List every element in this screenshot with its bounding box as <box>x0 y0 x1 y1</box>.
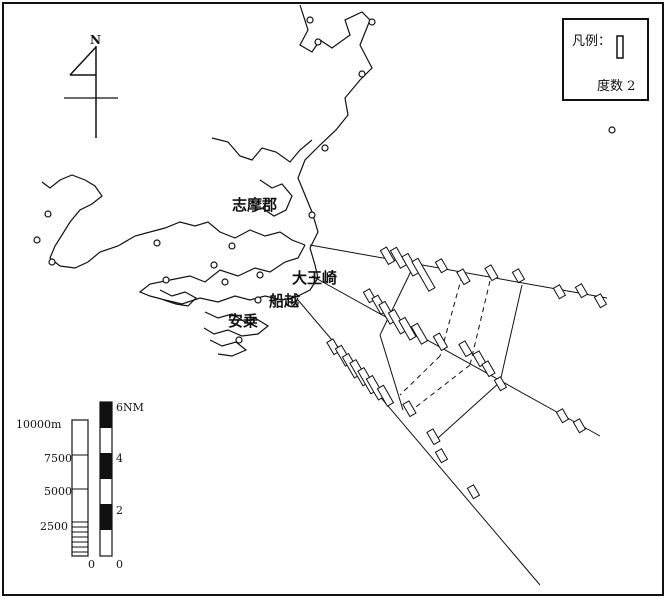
nm-scale-label-0: 0 <box>116 558 123 571</box>
legend-sample-bar <box>616 35 624 59</box>
meter-scale-label-2500: 2500 <box>40 520 68 533</box>
frequency-bars <box>326 246 608 500</box>
transect-dashed-connectors <box>399 275 491 411</box>
nm-scale-bar: 6NM 4 2 0 <box>99 401 144 571</box>
legend-box: 凡例： 度数 2 <box>562 18 649 101</box>
transect-connectors <box>379 264 523 439</box>
meter-scale-bar: 10000m 7500 5000 2500 0 <box>16 418 95 571</box>
place-label-ago: 安乗 <box>228 312 258 330</box>
place-label-daiozaki: 大王崎 <box>292 269 337 287</box>
meter-scale-label-10000: 10000m <box>16 418 62 431</box>
place-label-shima-district: 志摩郡 <box>232 196 277 214</box>
nm-scale-label-2: 2 <box>116 504 123 517</box>
nm-scale-label-6: 6NM <box>116 401 144 414</box>
meter-scale-label-7500: 7500 <box>44 452 72 465</box>
meter-scale-label-0: 0 <box>88 558 95 571</box>
north-label: N <box>90 33 101 47</box>
legend-title: 凡例： <box>572 34 611 49</box>
transect-line-2 <box>311 275 601 437</box>
meter-scale-label-5000: 5000 <box>44 485 72 498</box>
legend-unit-label: 度数 2 <box>597 78 635 94</box>
north-arrow: N <box>64 33 118 138</box>
coastline <box>41 4 373 357</box>
survey-points <box>33 16 616 344</box>
nm-scale-label-4: 4 <box>116 452 123 465</box>
place-label-funakoshi: 船越 <box>269 292 300 310</box>
